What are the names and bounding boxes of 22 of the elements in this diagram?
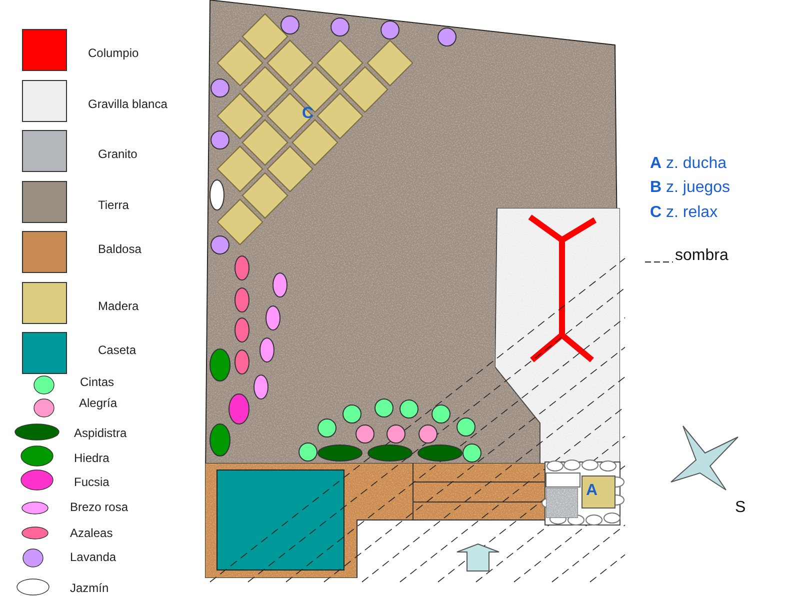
legend-label: Lavanda: [70, 551, 116, 563]
legend-label: Hiedra: [74, 452, 110, 464]
legend-label: Jazmín: [70, 582, 109, 594]
legend-label: sombra: [675, 248, 728, 264]
zone-key-entry: A z. ducha: [650, 156, 726, 172]
legend-label: Fucsia: [74, 476, 110, 488]
legend-label: Granito: [98, 148, 138, 160]
legend-label: Baldosa: [98, 243, 142, 255]
legend-label: Aspidistra: [74, 427, 127, 439]
legend-label: Caseta: [98, 344, 136, 356]
legend-label: Cintas: [80, 376, 114, 388]
legend-label: Azaleas: [70, 527, 113, 539]
legend-label: Tierra: [98, 199, 129, 211]
legend-label: Columpio: [88, 47, 139, 59]
legend-label: Alegría: [79, 397, 118, 409]
zone-key-entry: B z. juegos: [650, 180, 730, 196]
legend-label: Brezo rosa: [70, 501, 128, 513]
zone-letter: C: [302, 106, 314, 122]
compass-label: S: [735, 500, 746, 516]
legend-label: Madera: [98, 300, 139, 312]
legend-label: Gravilla blanca: [88, 98, 168, 110]
zone-key-entry: C z. relax: [650, 205, 718, 221]
